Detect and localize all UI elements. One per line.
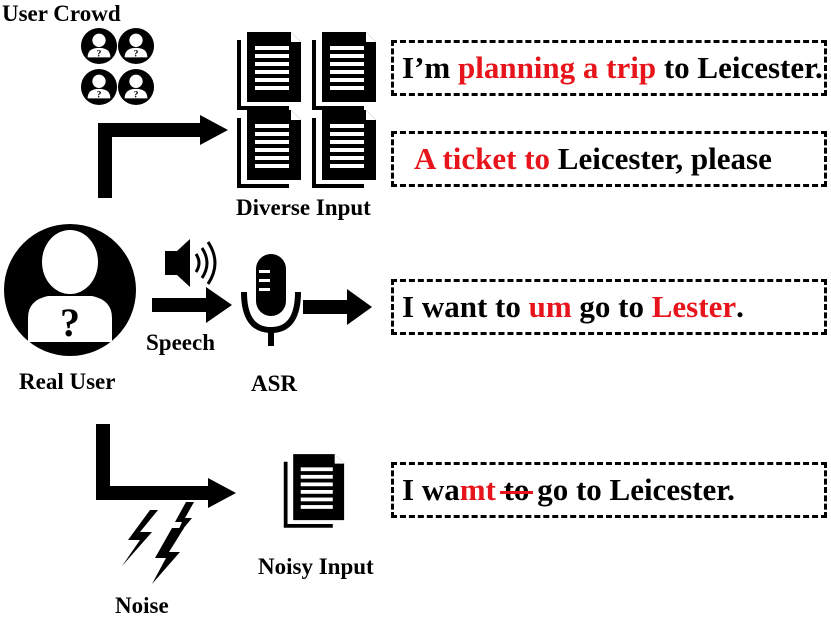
crowd-user-icon-1 (80, 27, 118, 65)
box4-strikethrough: to (499, 472, 534, 508)
document-icon-1 (237, 32, 301, 110)
box2-post: Leicester, please (550, 141, 772, 176)
user-crowd-label: User Crowd (2, 1, 121, 26)
box4-highlight: mt (459, 472, 496, 507)
document-icon-4 (312, 110, 376, 188)
noise-label: Noise (115, 593, 169, 617)
svg-text:?: ? (60, 300, 80, 345)
box3-pre: I want to (402, 289, 529, 324)
document-icon-2 (312, 32, 376, 110)
speaker-icon (165, 239, 217, 287)
speech-arrow (152, 287, 232, 323)
real-user-label: Real User (19, 369, 116, 394)
document-icon-3 (237, 110, 301, 188)
diverse-utterance-box-2: A ticket to Leicester, please (391, 131, 827, 187)
box4-post: go to Leicester. (529, 472, 735, 507)
microphone-icon (241, 254, 301, 346)
real-user-icon: ? (4, 224, 136, 356)
crowd-user-icon-4 (117, 68, 155, 106)
lightning-icon (122, 502, 194, 584)
asr-utterance-box: I want to um go to Lester. (391, 279, 827, 335)
box1-post: to Leicester. (656, 50, 823, 85)
noise-arrow (96, 424, 236, 508)
box2-highlight: A ticket to (414, 141, 551, 176)
box3-post: . (736, 289, 744, 324)
noisy-document-icon (283, 454, 345, 528)
speech-label: Speech (146, 330, 215, 355)
box1-highlight: planning a trip (457, 50, 657, 85)
strike-line (499, 490, 534, 494)
noisy-input-label: Noisy Input (258, 554, 374, 579)
box1-pre: I’m (402, 50, 458, 85)
box4-pre: I wa (402, 472, 460, 507)
asr-label: ASR (251, 371, 298, 396)
diverse-input-label: Diverse Input (236, 195, 371, 220)
box3-mid: go to (571, 289, 652, 324)
box4-strike-text: to (503, 472, 530, 507)
box3-highlight-1: um (528, 289, 572, 324)
diverse-utterance-box-1: I’m planning a trip to Leicester. (391, 40, 827, 96)
crowd-user-icon-2 (117, 27, 155, 65)
crowd-user-icon-3 (80, 68, 118, 106)
box3-highlight-2: Lester (651, 289, 737, 324)
crowd-arrow (98, 115, 228, 198)
asr-arrow (303, 289, 372, 325)
